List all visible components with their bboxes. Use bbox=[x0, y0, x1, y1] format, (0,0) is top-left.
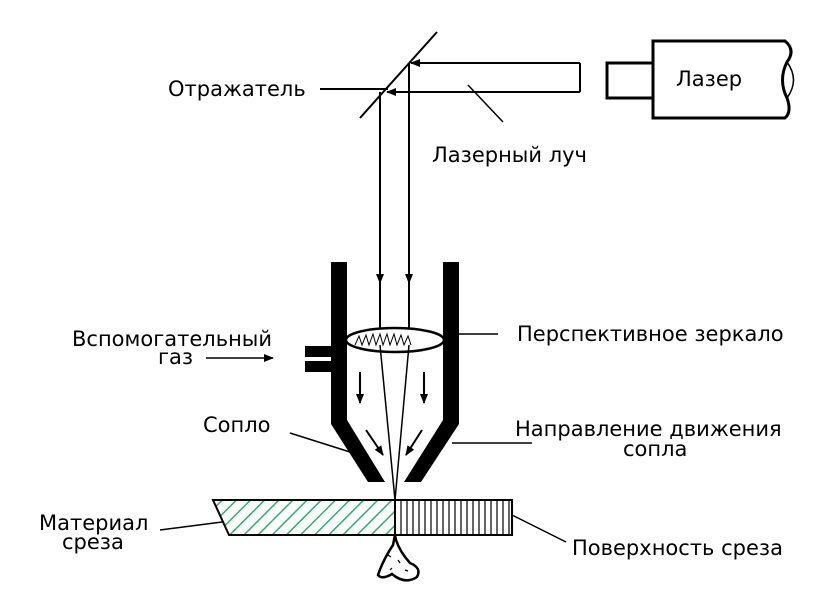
label-cut-material-line1: Материал bbox=[39, 511, 148, 535]
label-cut-surface: Поверхность среза bbox=[572, 536, 783, 560]
label-reflector: Отражатель bbox=[168, 77, 306, 101]
cut-surface-leader bbox=[511, 514, 567, 543]
label-focusing-mirror: Перспективное зеркало bbox=[517, 322, 784, 346]
nozzle-leader bbox=[289, 432, 351, 453]
laser-cutaway-curve bbox=[786, 61, 795, 99]
label-nozzle-direction-line1: Направление движения bbox=[515, 417, 782, 441]
laser-beam-leader bbox=[467, 84, 504, 123]
dross-slag bbox=[376, 534, 420, 582]
laser-unit: Лазер bbox=[605, 39, 795, 120]
gas-inlet-upper bbox=[305, 346, 337, 357]
focusing-lens bbox=[344, 326, 446, 354]
label-laser: Лазер bbox=[676, 67, 742, 91]
label-laser-beam: Лазерный луч bbox=[432, 143, 587, 167]
converging-beam-left bbox=[379, 344, 396, 501]
cut-material-leader bbox=[159, 521, 223, 531]
workpiece bbox=[211, 499, 513, 536]
nozzle-left-wall bbox=[331, 262, 385, 482]
label-nozzle-direction-line2: сопла bbox=[623, 437, 687, 461]
label-nozzle: Сопло bbox=[203, 413, 271, 437]
label-assist-gas-line1: Вспомогательный bbox=[72, 327, 272, 351]
label-cut-material-line2: среза bbox=[62, 530, 124, 554]
laser-emitter-port bbox=[605, 61, 655, 100]
gas-flow-arrow-right-diag bbox=[405, 429, 423, 456]
converging-beam-right bbox=[394, 344, 410, 501]
nozzle-right-wall bbox=[404, 262, 459, 482]
gas-inlet-lower bbox=[305, 361, 337, 372]
gas-flow-arrow-left-diag bbox=[365, 429, 384, 456]
label-assist-gas-line2: газ bbox=[158, 345, 193, 369]
laser-beam bbox=[376, 59, 581, 330]
cut-surface-striated bbox=[394, 499, 513, 536]
cut-material-hatched bbox=[211, 499, 396, 536]
laser-housing bbox=[651, 39, 793, 120]
nozzle bbox=[305, 262, 459, 482]
reflector-mirror bbox=[359, 31, 438, 119]
